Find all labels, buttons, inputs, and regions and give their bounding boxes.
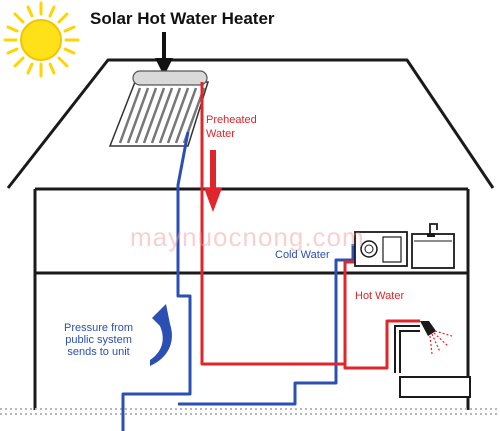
diagram-title: Solar Hot Water Heater	[90, 9, 275, 28]
preheated-label-line1: Preheated	[206, 114, 257, 126]
hot-water-label: Hot Water	[355, 290, 405, 302]
water-heater-unit	[354, 231, 408, 267]
ground-line	[0, 408, 500, 415]
pressure-label-line2: public system	[65, 334, 132, 346]
bathtub-icon	[399, 376, 471, 398]
solar-panel-icon	[108, 70, 210, 147]
watermark-text: maynuocnong.com	[130, 222, 365, 252]
pressure-label-line1: Pressure from	[64, 322, 134, 334]
sink-icon	[411, 223, 455, 269]
house-outline	[6, 58, 495, 410]
preheated-water-label: Preheated Water	[206, 113, 257, 141]
hot-outlet-pipe	[394, 325, 420, 373]
sun-icon	[3, 1, 80, 78]
title-pointer-arrow	[155, 32, 173, 76]
cold-water-label: Cold Water	[275, 249, 330, 261]
pressure-label: Pressure from public system sends to uni…	[64, 322, 133, 358]
pressure-label-line3: sends to unit	[67, 346, 130, 358]
preheated-label-line2: Water	[206, 128, 235, 140]
pressure-arrow-icon	[150, 304, 172, 366]
cold-water-pipe	[121, 131, 355, 431]
shower-head-icon	[420, 321, 453, 355]
preheated-flow-arrow	[204, 150, 222, 212]
